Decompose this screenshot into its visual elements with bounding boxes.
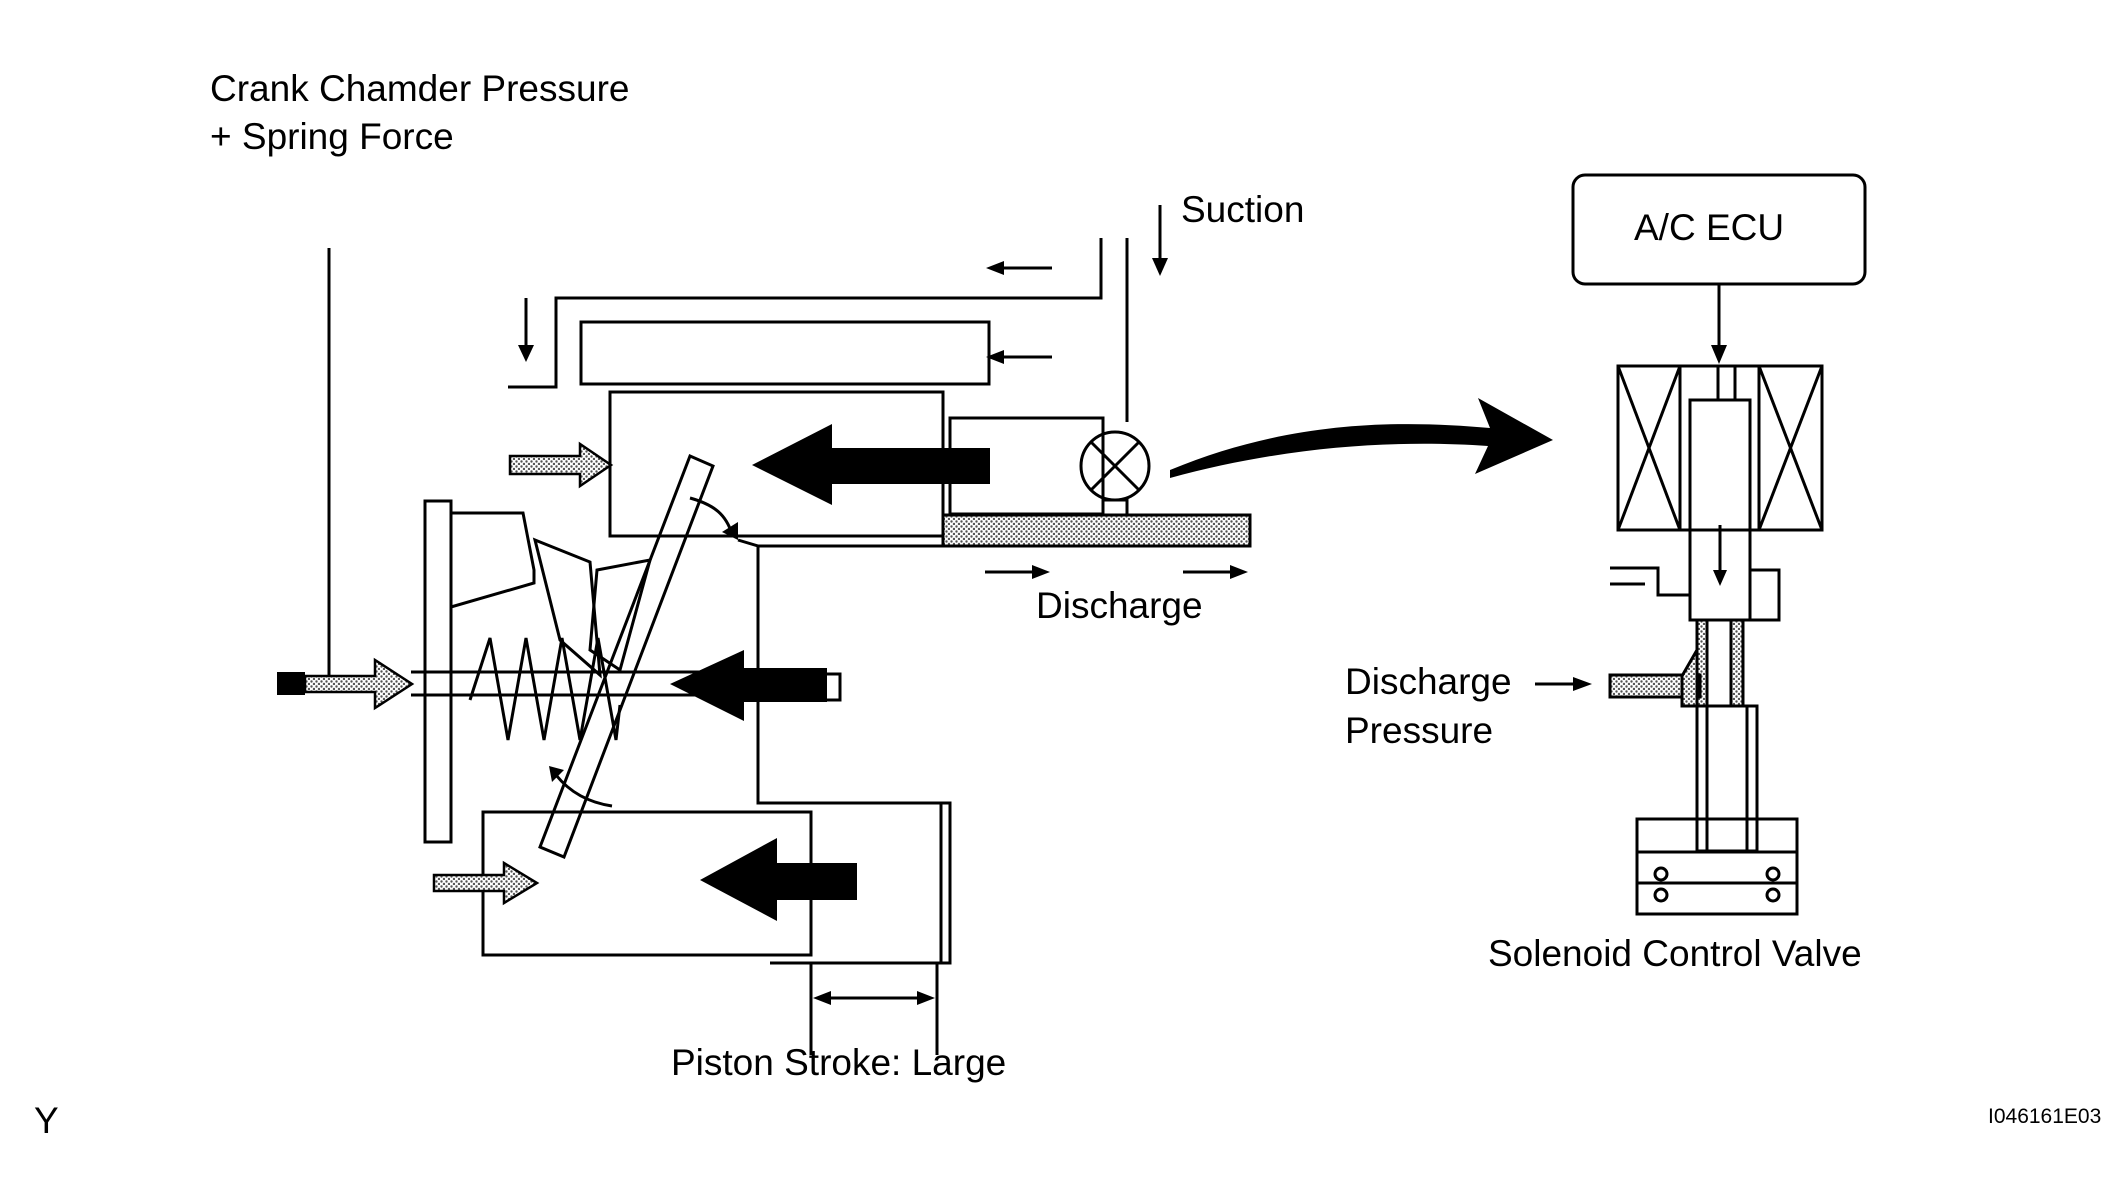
discharge-arrow-2-head bbox=[1230, 565, 1248, 579]
discharge-pressure-arrow-head bbox=[1573, 677, 1592, 691]
flow-arrow-in-left-head bbox=[518, 345, 534, 362]
shaft-input-arrow bbox=[277, 672, 305, 695]
rotation-arrow-upper bbox=[689, 496, 734, 535]
crank-pressure-label-2: + Spring Force bbox=[210, 116, 454, 157]
upper-piston-arrow bbox=[752, 424, 990, 505]
flow-arrow-top-2-head bbox=[986, 350, 1004, 364]
rotation-arrow-upper-head bbox=[722, 522, 738, 540]
solenoid-valve-label: Solenoid Control Valve bbox=[1488, 933, 1862, 974]
crank-pressure-label-1: Crank Chamder Pressure bbox=[210, 68, 630, 109]
suction-label: Suction bbox=[1181, 189, 1305, 230]
piston-stroke-label: Piston Stroke: Large bbox=[671, 1042, 1007, 1083]
lower-hatched-arrow bbox=[432, 860, 540, 906]
swash-plate bbox=[538, 453, 715, 859]
curved-arrow bbox=[1170, 398, 1553, 478]
drive-hub bbox=[449, 511, 536, 609]
rotation-arrow-lower-head bbox=[549, 766, 564, 782]
crank-chamber-wall bbox=[737, 538, 952, 965]
swash-arm bbox=[588, 558, 653, 673]
shaft-end-cap bbox=[827, 672, 842, 702]
spring bbox=[468, 637, 622, 741]
flow-arrow-top-1-head bbox=[986, 261, 1004, 275]
suction-arrow-head bbox=[1152, 258, 1168, 276]
control-valve-symbol bbox=[1079, 430, 1151, 518]
rotation-arrow-lower bbox=[554, 774, 613, 808]
piston-stroke-dimension bbox=[809, 962, 939, 1055]
ac-ecu-label: A/C ECU bbox=[1634, 207, 1785, 248]
shaft-input-hatched bbox=[303, 657, 415, 711]
discharge-label: Discharge bbox=[1036, 585, 1203, 626]
shaft-piston-arrow bbox=[670, 650, 827, 721]
figure-id: I046161E03 bbox=[1988, 1105, 2102, 1128]
suction-passage bbox=[508, 238, 1129, 422]
hinge-link bbox=[532, 537, 602, 679]
discharge-pressure-label-2: Pressure bbox=[1345, 710, 1494, 751]
lower-piston-arrow bbox=[700, 838, 857, 921]
discharge-passage bbox=[941, 513, 1252, 548]
ecu-signal-arrow bbox=[1711, 345, 1727, 364]
discharge-pressure-label-1: Discharge bbox=[1345, 661, 1512, 702]
solenoid-valve bbox=[1608, 364, 1824, 916]
corner-mark: Y bbox=[34, 1100, 59, 1141]
discharge-arrow-1-head bbox=[1032, 565, 1050, 579]
upper-hatched-arrow bbox=[508, 441, 614, 489]
